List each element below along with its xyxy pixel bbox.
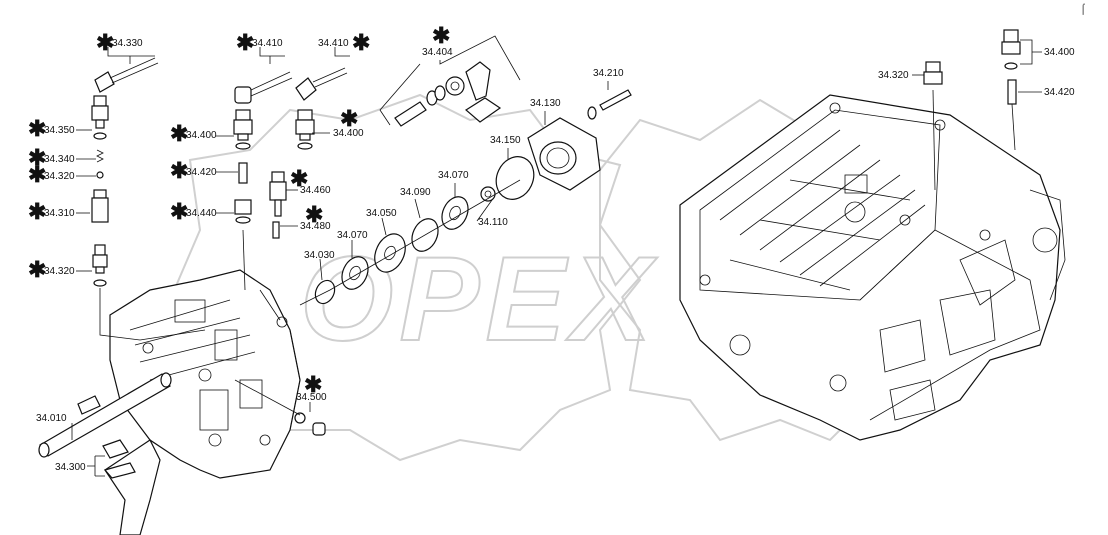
label-34030: 34.030 (304, 250, 335, 261)
leader-lines (71, 35, 1042, 477)
label-34480: 34.480 (300, 221, 331, 232)
star-marker: ✱ (305, 202, 323, 227)
label-34460: 34.460 (300, 185, 331, 196)
label-34050: 34.050 (366, 208, 397, 219)
label-34150: 34.150 (490, 135, 521, 146)
star-marker: ✱ (170, 158, 188, 183)
small-parts (91, 29, 1021, 436)
right-housing (679, 94, 1066, 441)
corner-mark: ⌠ (1080, 3, 1086, 15)
star-marker: ✱ (352, 30, 370, 55)
label-34500: 34.500 (296, 392, 327, 403)
label-34400-c: 34.400 (1044, 47, 1075, 58)
star-marker: ✱ (170, 121, 188, 146)
star-marker: ✱ (290, 166, 308, 191)
star-marker: ✱ (432, 23, 450, 48)
star-marker: ✱ (170, 199, 188, 224)
label-34410-b: 34.410 (318, 38, 349, 49)
star-marker: ✱ (28, 257, 46, 282)
label-34410-a: 34.410 (252, 38, 283, 49)
label-34130: 34.130 (530, 98, 561, 109)
label-34070-b: 34.070 (337, 230, 368, 241)
label-34420-b: 34.420 (1044, 87, 1075, 98)
label-34404: 34.404 (422, 47, 453, 58)
label-34320-c: 34.320 (878, 70, 909, 81)
label-34350: 34.350 (44, 125, 75, 136)
label-34320-a: 34.320 (44, 171, 75, 182)
label-34330: 34.330 (112, 38, 143, 49)
watermark-logo: OPEX (300, 232, 658, 366)
star-marker: ✱ (28, 199, 46, 224)
label-34310: 34.310 (44, 208, 75, 219)
label-34440: 34.440 (186, 208, 217, 219)
label-34320-b: 34.320 (44, 266, 75, 277)
label-34300: 34.300 (55, 462, 86, 473)
star-marker: ✱ (340, 106, 358, 131)
label-34110: 34.110 (478, 217, 508, 228)
star-marker: ✱ (96, 30, 114, 55)
label-34340: 34.340 (44, 154, 75, 165)
label-34070-a: 34.070 (438, 170, 469, 181)
label-34090: 34.090 (400, 187, 431, 198)
label-34210: 34.210 (593, 68, 624, 79)
label-34420-a: 34.420 (186, 167, 217, 178)
part-labels: ✱ 34.330 ✱ 34.410 34.410 ✱ ✱ 34.404 34.2… (28, 23, 1075, 473)
star-marker: ✱ (28, 116, 46, 141)
star-marker: ✱ (28, 162, 46, 187)
star-marker: ✱ (28, 145, 46, 170)
watermark-gear-left (168, 93, 642, 462)
star-marker: ✱ (304, 372, 322, 397)
label-34010: 34.010 (36, 413, 67, 424)
left-housing (38, 269, 301, 535)
watermark: OPEX (168, 93, 962, 462)
label-34400-a: 34.400 (186, 130, 217, 141)
star-marker: ✱ (236, 30, 254, 55)
label-34400-b: 34.400 (333, 128, 364, 139)
